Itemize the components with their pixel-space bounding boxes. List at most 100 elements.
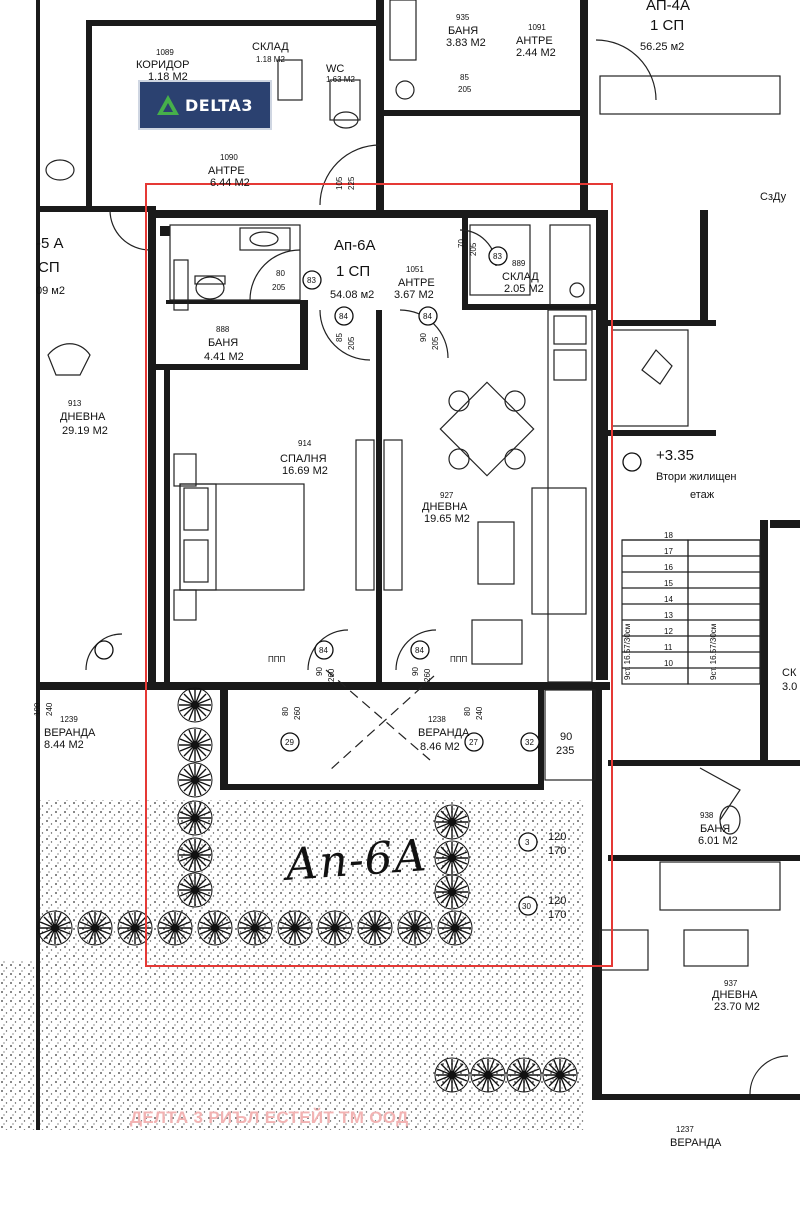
dim-225: 225 — [347, 176, 356, 190]
window-dim-b: 170 — [548, 909, 566, 921]
living-no: 927 — [440, 491, 454, 500]
storage-name: СКЛАД — [502, 271, 539, 283]
neighbor-walls — [36, 0, 800, 1130]
bedroom-area: 16.69 М2 — [282, 465, 328, 477]
living-area: 19.65 М2 — [424, 513, 470, 525]
door-dim-b: 205 — [347, 336, 356, 350]
interior-lines — [45, 0, 781, 971]
handwritten-apartment-label: Ап-6А — [283, 830, 430, 891]
door-dim-a: 80 — [463, 707, 472, 716]
company-watermark: ДЕЛТА 3 РИЪЛ ЕСТЕЙТ ТМ ООД — [130, 1108, 409, 1127]
bedroom-name: СПАЛНЯ — [280, 453, 327, 465]
bedroom-no: 914 — [298, 439, 312, 448]
nb-hall-left-area: 6.44 М2 — [210, 177, 250, 189]
step-number: 16 — [664, 563, 673, 572]
nb-living-right-area: 23.70 М2 — [714, 1001, 760, 1013]
hall-area: 3.67 М2 — [394, 289, 434, 301]
nb-sklad-top-area: 1.18 М2 — [256, 55, 285, 64]
hall-no: 1051 — [406, 265, 424, 274]
bath-area: 4.41 М2 — [204, 351, 244, 363]
nb-corridor-name: КОРИДОР — [136, 59, 189, 71]
veranda-area: 8.46 М2 — [420, 741, 460, 753]
apartment-area: 54.08 м2 — [330, 289, 374, 301]
door-code: 29 — [285, 738, 294, 747]
dim-105: 105 — [335, 176, 344, 190]
dim-240: 240 — [45, 702, 54, 716]
nb-ap5a-name: -5 А — [36, 235, 64, 252]
door-dim-b: 205 — [431, 336, 440, 350]
nb-veranda-right-no: 1237 — [676, 1125, 694, 1134]
bath-no: 888 — [216, 325, 230, 334]
nb-top-bath-no: 935 — [456, 13, 470, 22]
nb-veranda-left-no: 1239 — [60, 715, 78, 724]
level-line2: етаж — [690, 489, 715, 501]
nb-wc-area: 1.63 М2 — [326, 75, 355, 84]
living-name: ДНЕВНА — [422, 501, 468, 513]
door-code: 84 — [319, 646, 328, 655]
step-number: 18 — [664, 531, 673, 540]
nb-ap5a-area: 09 м2 — [36, 285, 65, 297]
door-code: 84 — [415, 646, 424, 655]
misc-dimensions: ППП ППП 105 225 85 205 100 240 — [33, 73, 472, 716]
apartment-walls — [36, 210, 610, 690]
nb-sklad-top-name: СКЛАД — [252, 41, 289, 53]
stairs-label-1: 9ст. 16.57/30см — [623, 624, 632, 680]
nb-bath-right-name: БАНЯ — [700, 823, 730, 835]
bath-name: БАНЯ — [208, 337, 238, 349]
nb-living-right-name: ДНЕВНА — [712, 989, 758, 1001]
dim-85: 85 — [460, 73, 469, 82]
nb-veranda-left-name: ВЕРАНДА — [44, 727, 96, 739]
logo-triangle-icon — [157, 95, 180, 115]
door-code: 84 — [339, 312, 348, 321]
veranda-name: ВЕРАНДА — [418, 727, 470, 739]
nb-veranda-right-name: ВЕРАНДА — [670, 1137, 722, 1149]
nb-corridor-no: 1089 — [156, 48, 174, 57]
storage-no: 889 — [512, 259, 526, 268]
step-number: 13 — [664, 611, 673, 620]
level-mark: +3.35 — [656, 447, 694, 464]
door-dim-a: 70 — [457, 239, 466, 248]
step-number: 11 — [664, 643, 673, 652]
nb-ap4a-rooms: 1 СП — [650, 17, 684, 34]
door-code: 84 — [423, 312, 432, 321]
door-code: 83 — [307, 276, 316, 285]
nb-ap4a-area: 56.25 м2 — [640, 41, 684, 53]
door-code: 83 — [493, 252, 502, 261]
window-annotations: 3 120 170 30 120 170 32 90 235 — [522, 731, 574, 921]
door-dim-a: 90 — [315, 667, 324, 676]
ground-hatch-right — [0, 960, 40, 1130]
door-dim-b: 240 — [475, 706, 484, 720]
nb-living-left-no: 913 — [68, 399, 82, 408]
apartment-name: Ап-6А — [334, 237, 375, 254]
door-dim-b: 205 — [272, 283, 286, 292]
window-code: 32 — [525, 738, 534, 747]
stair-steps: 18 17 16 15 14 13 12 11 10 — [664, 531, 673, 668]
storage-area: 2.05 М2 — [504, 283, 544, 295]
nb-living-left-area: 29.19 М2 — [62, 425, 108, 437]
nb-hall-left-name: АНТРЕ — [208, 165, 245, 177]
hall-name: АНТРЕ — [398, 277, 435, 289]
step-number: 15 — [664, 579, 673, 588]
logo-text: DELTA3 — [185, 95, 253, 115]
nb-living-right-no: 937 — [724, 979, 738, 988]
nb-bath-right-area: 6.01 М2 — [698, 835, 738, 847]
nb-sk: СК — [782, 667, 797, 679]
stairs-label-2: 9ст. 16.57/30см — [709, 624, 718, 680]
markers — [94, 246, 642, 916]
nb-ap5a-rooms: СП — [38, 259, 60, 276]
apartment-rooms: 1 СП — [336, 263, 370, 280]
level-line1: Втори жилищен — [656, 471, 737, 483]
apartment-highlight — [145, 183, 613, 967]
window-dim-b: 170 — [548, 845, 566, 857]
window-dim-b: 235 — [556, 745, 574, 757]
ppp-label: ППП — [268, 655, 286, 664]
nb-ap4a-name: АП-4А — [646, 0, 690, 14]
door-annotations: 83 80 205 84 85 205 84 90 205 84 90 260 … — [272, 239, 502, 747]
door-dim-b: 205 — [469, 242, 478, 256]
nb-hall-left-no: 1090 — [220, 153, 238, 162]
nb-living-left-name: ДНЕВНА — [60, 411, 106, 423]
nb-top-bath-area: 3.83 М2 — [446, 37, 486, 49]
nb-top-bath-name: БАНЯ — [448, 25, 478, 37]
step-number: 14 — [664, 595, 673, 604]
